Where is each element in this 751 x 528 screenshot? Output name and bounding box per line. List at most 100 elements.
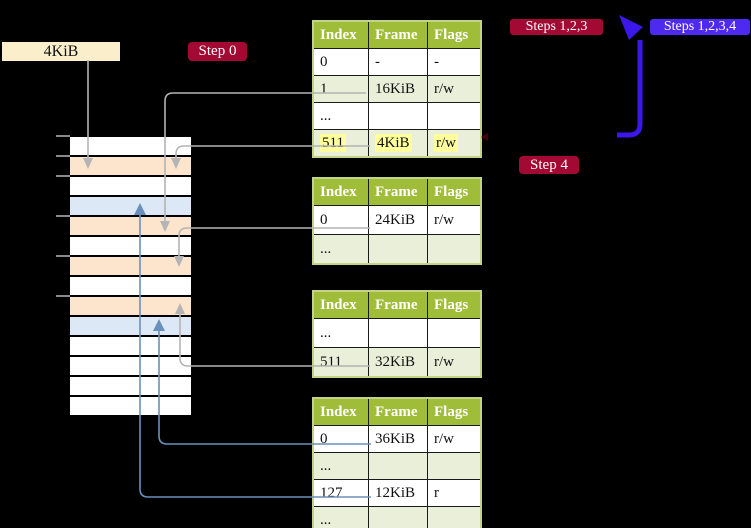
highlighted-value: r/w [434,134,458,152]
loop-arrow-shaft [617,40,643,138]
memory-frame-row-free [70,397,191,415]
highlighted-value: 511 [320,134,346,152]
table-cell: r/w [427,76,480,102]
table-row: ... [314,506,480,528]
table-cell: r/w [427,348,480,376]
table-row: ... [314,234,480,263]
table-cell: 0 [320,431,328,447]
table-header-cell: Index [320,297,357,313]
memory-frame-row-blue [70,197,191,215]
table-row: ... [314,102,480,129]
small-pointer-mark [481,133,488,141]
table-header-cell: Flags [427,22,480,48]
table-cell [368,103,427,129]
steps-loop-arrow [617,15,643,138]
table-cell [368,235,427,263]
memory-boundary-tick [56,175,70,177]
memory-frame-row-peach [70,297,191,315]
steps-123-label: Steps 1,2,3 [510,19,603,35]
table-cell: 0 [320,54,328,70]
memory-frame-row-free [70,337,191,355]
table-cell [427,235,480,263]
steps-1234-label: Steps 1,2,3,4 [650,19,750,35]
table-row: ... [314,452,480,479]
table-cell: ... [320,458,332,474]
memory-frame-row-free [70,137,191,155]
table-cell: - [427,49,480,75]
table-header-cell: Frame [368,179,427,205]
table-cell: ... [320,108,332,124]
memory-frame-row-peach [70,217,191,235]
table-cell [368,507,427,528]
table-header-cell: Index [320,27,357,43]
table-row: ... [314,318,480,347]
table-cell: 36KiB [368,426,427,452]
memory-boundary-tick [56,255,70,257]
table-cell [368,453,427,479]
memory-frame-row-peach [70,157,191,175]
table-cell: r/w [427,130,480,156]
memory-boundary-tick [56,135,70,137]
table-cell: 24KiB [368,206,427,234]
table-cell [368,319,427,347]
table-header-cell: Frame [368,22,427,48]
memory-boundary-tick [56,215,70,217]
table-header-cell: Frame [368,292,427,318]
step-0-label: Step 0 [188,42,247,61]
physical-memory-column [70,137,191,417]
table-cell [427,319,480,347]
table-cell: 4KiB [368,130,427,156]
table-cell: 32KiB [368,348,427,376]
memory-frame-row-blue [70,317,191,335]
table-cell: r [427,480,480,506]
table-cell [427,507,480,528]
table-header-cell: Flags [427,179,480,205]
arrowhead-up-left-icon [619,15,643,40]
table-row: 0 -- [314,48,480,75]
table-header-cell: Flags [427,399,480,425]
table-cell: r/w [427,206,480,234]
table-cell: 1 [320,81,328,97]
table-cell: 127 [320,485,343,501]
memory-frame-row-free [70,377,191,395]
memory-boundary-tick [56,295,70,297]
table-cell: r/w [427,426,480,452]
memory-frame-row-free [70,277,191,295]
table-header-cell: Flags [427,292,480,318]
table-header-cell: Index [320,184,357,200]
table-header-cell: Index [320,404,357,420]
highlighted-value: 4KiB [375,134,412,152]
table-cell: 0 [320,212,328,228]
table-cell: ... [320,241,332,257]
table-cell: 511 [320,354,342,370]
table-cell: - [368,49,427,75]
memory-size-label: 4KiB [2,42,120,61]
step-4-label: Step 4 [519,156,579,174]
table-cell: ... [320,325,332,341]
table-cell: ... [320,512,332,528]
memory-boundary-tick [56,155,70,157]
table-row: 511 4KiB r/w [314,129,480,156]
memory-frame-row-free [70,237,191,255]
table-cell: 16KiB [368,76,427,102]
table-cell [427,103,480,129]
table-header-cell: Frame [368,399,427,425]
table-cell: 12KiB [368,480,427,506]
memory-frame-row-free [70,357,191,375]
table-cell: 511 [314,130,368,156]
table-cell [427,453,480,479]
